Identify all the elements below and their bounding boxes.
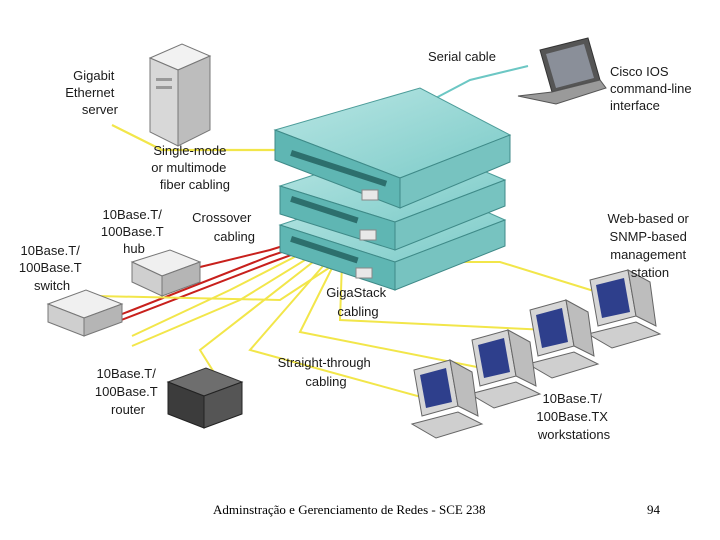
workstation-1: [526, 299, 600, 379]
workstation-2: [468, 329, 542, 409]
label-gigastack: GigaStack cabling: [326, 285, 390, 319]
label-gigabit-server: Gigabit Ethernet server: [65, 68, 118, 117]
label-cisco-ios: Cisco IOS command-line interface: [610, 64, 695, 113]
switch-stack: [273, 87, 512, 291]
fiber-cable: [111, 124, 282, 152]
management-station: [586, 269, 662, 349]
gigastack-modules: [355, 189, 379, 279]
label-hub: 10Base.T/ 100Base.T hub: [101, 207, 167, 256]
label-switch: 10Base.T/ 100Base.T switch: [19, 243, 85, 293]
workstation-3: [410, 359, 484, 439]
serial-cable: [431, 65, 529, 101]
router: [166, 367, 244, 429]
label-router: 10Base.T/ 100Base.T router: [95, 366, 161, 417]
laptop: [517, 37, 607, 105]
standalone-switch: [46, 289, 124, 337]
switch-ports: [290, 150, 388, 264]
label-crossover: Crossover cabling: [192, 210, 255, 244]
label-fiber-cabling: Single-mode or multimode fiber cabling: [151, 143, 230, 192]
label-serial-cable: Serial cable: [428, 49, 496, 64]
gigabit-server: [148, 43, 212, 147]
label-workstations: 10Base.T/ 100Base.TX workstations: [536, 391, 611, 442]
hub: [130, 249, 202, 297]
label-straight-through: Straight-through cabling: [278, 355, 375, 389]
page-number: 94: [647, 502, 660, 517]
label-management-station: Web-based or SNMP-based management stati…: [607, 211, 692, 280]
footer-title: Adminstração e Gerenciamento de Redes - …: [213, 502, 486, 517]
